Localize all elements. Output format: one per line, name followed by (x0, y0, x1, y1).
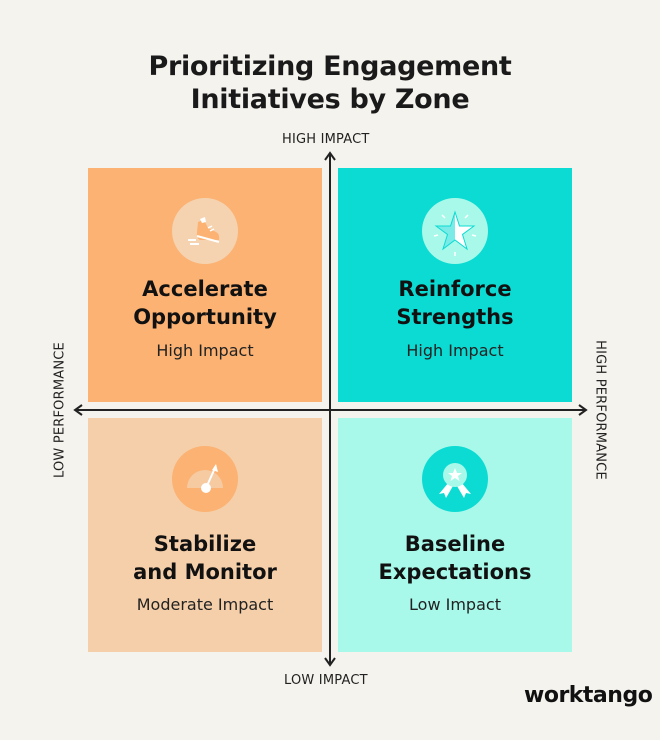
title-line-2: Initiatives by Zone (190, 84, 470, 115)
star-icon (422, 198, 488, 264)
gauge-icon (172, 446, 238, 512)
impact-label: High Impact (406, 341, 504, 360)
impact-label: Low Impact (409, 595, 501, 614)
axis-label-high-impact: HIGH IMPACT (282, 132, 370, 147)
axis-label-high-performance: HIGH PERFORMANCE (592, 340, 608, 480)
title-line-1: Prioritizing Engagement (148, 51, 512, 82)
page-title: Prioritizing Engagement Initiatives by Z… (0, 50, 660, 116)
horizontal-axis-arrow (73, 404, 588, 416)
axis-label-low-performance: LOW PERFORMANCE (52, 342, 68, 478)
award-ribbon-icon (422, 446, 488, 512)
impact-label: Moderate Impact (136, 595, 274, 614)
sneaker-icon (172, 198, 238, 264)
worktango-logo: worktango (524, 683, 653, 708)
axis-label-low-impact: LOW IMPACT (284, 673, 368, 688)
impact-label: High Impact (156, 341, 254, 360)
